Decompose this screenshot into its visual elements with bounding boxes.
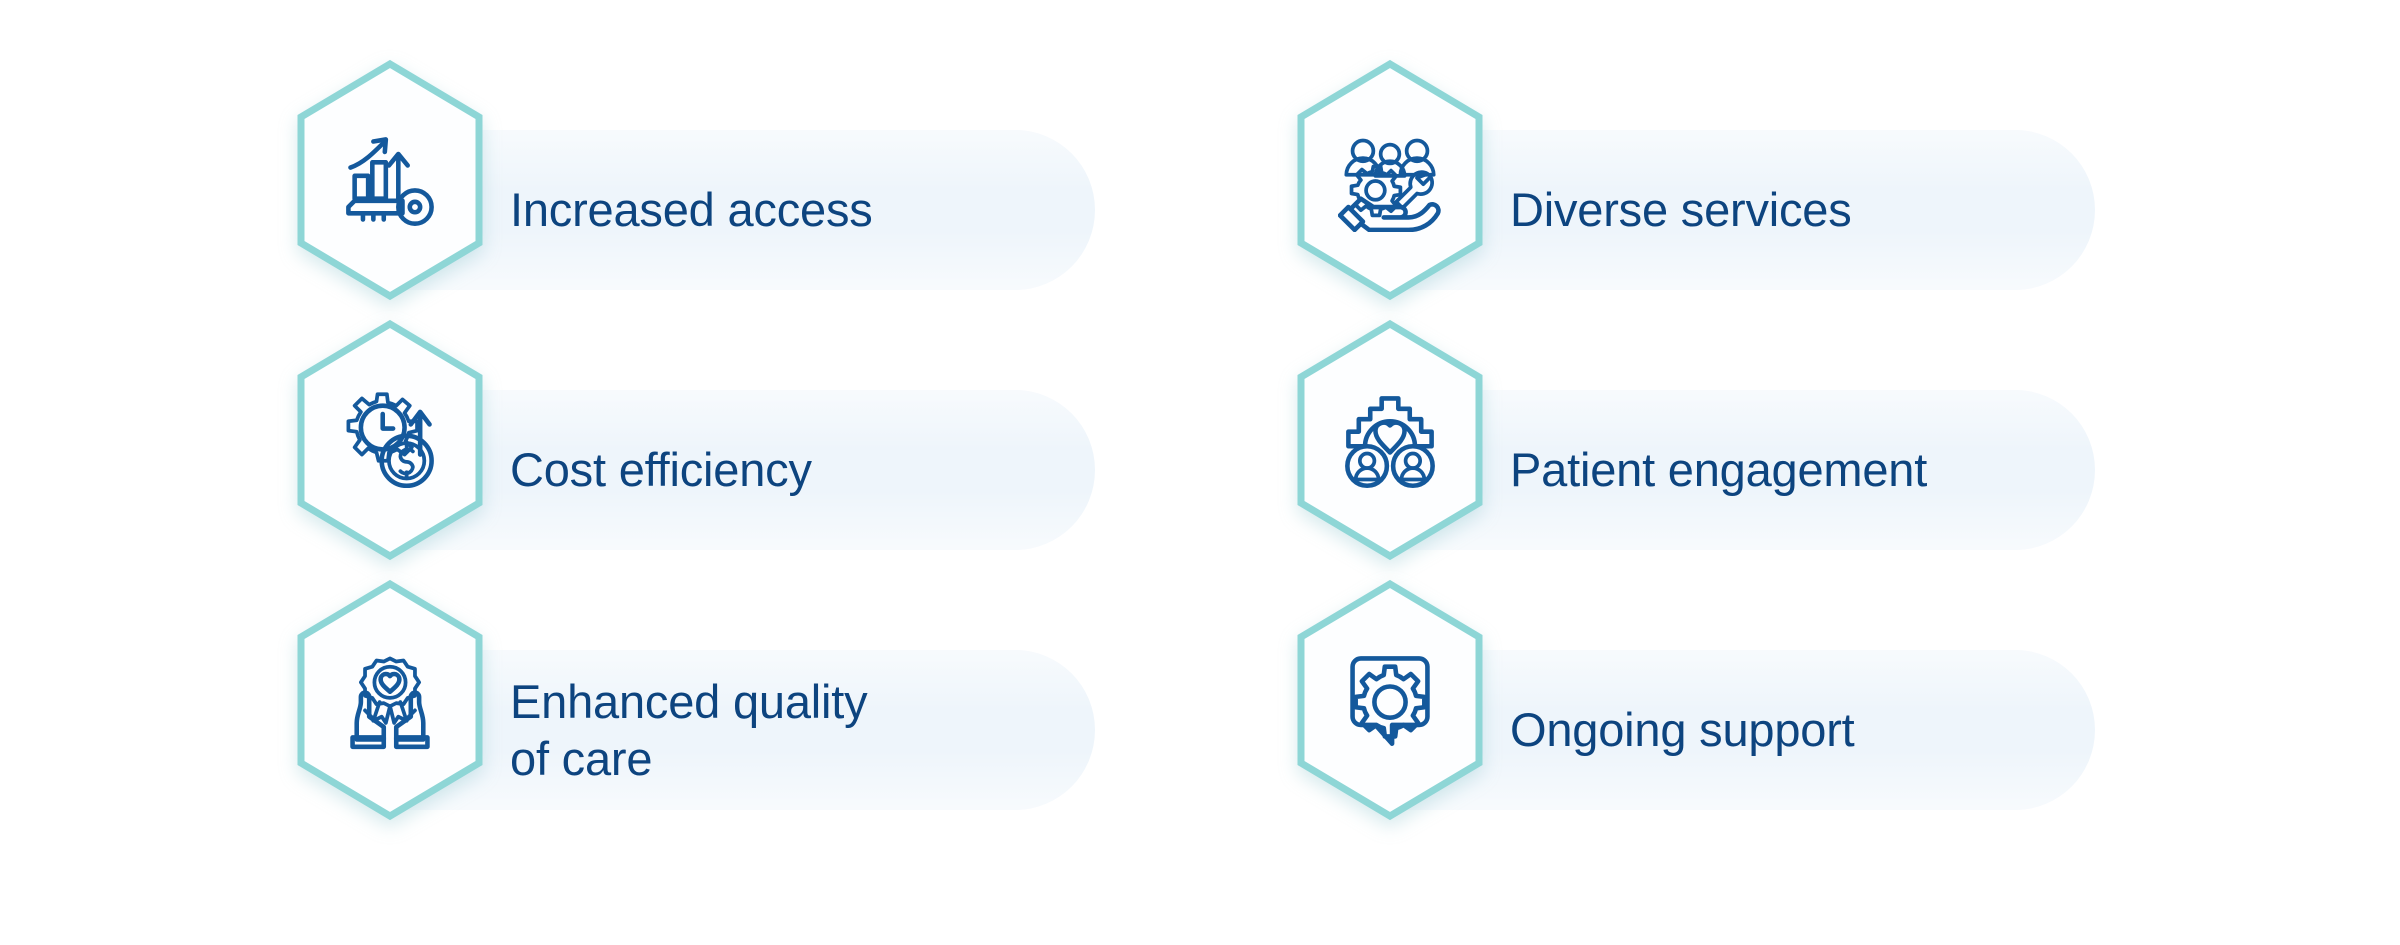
- hands-award-heart-icon: [295, 578, 485, 822]
- feature-item-ongoing-support[interactable]: Ongoing support: [1285, 570, 2105, 830]
- feature-item-enhanced-quality-of-care[interactable]: Enhanced quality of care: [285, 570, 1105, 830]
- feature-label: Enhanced quality of care: [510, 674, 868, 785]
- feature-label: Ongoing support: [1510, 703, 1855, 757]
- hexagon-badge: [1295, 578, 1485, 822]
- gear-heart-people-icon: [1295, 318, 1485, 562]
- feature-label: Cost efficiency: [510, 443, 812, 497]
- hexagon-shape: [297, 59, 483, 301]
- hexagon-shape: [1297, 319, 1483, 561]
- hexagon-shape: [1297, 579, 1483, 821]
- feature-item-patient-engagement[interactable]: Patient engagement: [1285, 310, 2105, 570]
- gear-clock-dollar-icon: [295, 318, 485, 562]
- hand-people-gear-wrench-icon: [1295, 58, 1485, 302]
- hexagon-shape: [297, 579, 483, 821]
- feature-item-diverse-services[interactable]: Diverse services: [1285, 50, 2105, 310]
- hexagon-badge: [295, 58, 485, 302]
- gear-speech-bubble-icon: [1295, 578, 1485, 822]
- hexagon-shape: [1297, 59, 1483, 301]
- feature-label: Patient engagement: [1510, 443, 1928, 497]
- feature-item-cost-efficiency[interactable]: Cost efficiency: [285, 310, 1105, 570]
- hexagon-badge: [295, 318, 485, 562]
- feature-label: Increased access: [510, 183, 873, 237]
- hexagon-badge: [1295, 318, 1485, 562]
- hexagon-badge: [295, 578, 485, 822]
- feature-item-increased-access[interactable]: Increased access: [285, 50, 1105, 310]
- feature-label: Diverse services: [1510, 183, 1852, 237]
- feature-column-right: Diverse services: [1285, 0, 2105, 945]
- hexagon-badge: [1295, 58, 1485, 302]
- feature-column-left: Increased access: [285, 0, 1105, 945]
- growth-chart-key-icon: [295, 58, 485, 302]
